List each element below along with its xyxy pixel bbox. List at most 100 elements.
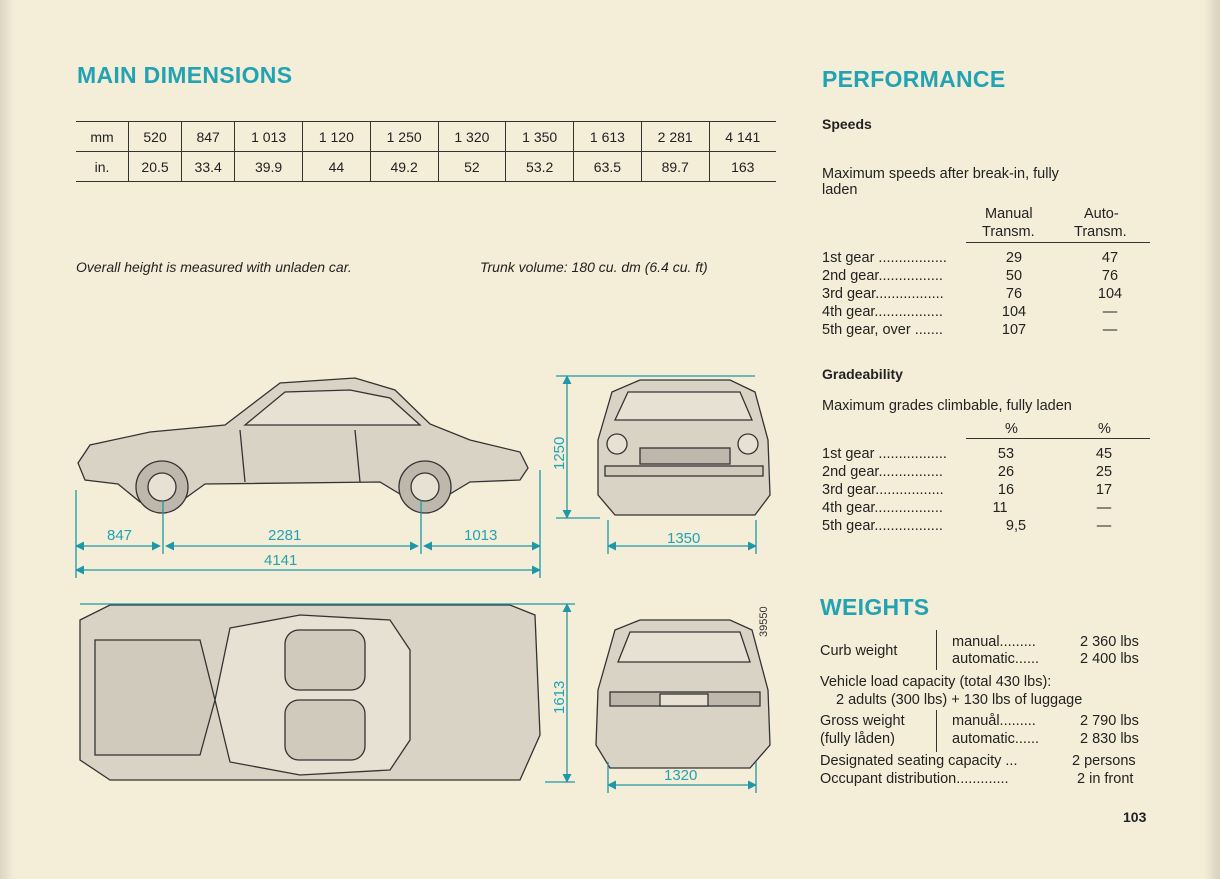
- table-cell: 520: [127, 121, 182, 152]
- height-label: 1250: [551, 436, 568, 470]
- grade-header-rule: [966, 438, 1150, 439]
- curb-manual-value: 2 360 lbs: [1080, 634, 1139, 650]
- curb-manual-label: manual.........: [952, 634, 1036, 650]
- gross-manual-label: manuål.........: [952, 713, 1036, 729]
- grade-auto: 45: [1095, 446, 1113, 462]
- curb-bracket: [936, 630, 943, 670]
- table-cell: 52: [437, 151, 506, 182]
- speed-manual: 104: [1001, 304, 1027, 320]
- speeds-header-rule: [966, 242, 1150, 243]
- grade-col-manual: %: [1005, 421, 1018, 437]
- gradeability-intro: Maximum grades climbable, fully laden: [822, 398, 1072, 414]
- table-cell: 44: [301, 151, 371, 182]
- gross-auto-value: 2 830 lbs: [1080, 731, 1139, 747]
- table-cell: 33.4: [181, 151, 235, 182]
- speed-auto: —: [1102, 322, 1118, 338]
- table-cell: 1 320: [437, 121, 506, 152]
- rear-track-label: 1320: [664, 767, 698, 784]
- figure-code: 39550: [758, 606, 770, 637]
- front-view-drawing: [597, 379, 771, 516]
- width-label: 1613: [551, 680, 568, 714]
- table-cell: 1 250: [369, 121, 439, 152]
- table-row-in: in. 20.5 33.4 39.9 44 49.2 52 53.2 63.5 …: [76, 151, 776, 182]
- auto-col-header-2: Transm.: [1074, 224, 1127, 240]
- overall-length-label: 4141: [264, 552, 298, 569]
- table-cell-unit: mm: [76, 121, 129, 152]
- grade-row-label: 3rd gear.................: [822, 482, 944, 498]
- grade-manual: 16: [997, 482, 1015, 498]
- grade-manual: 53: [997, 446, 1015, 462]
- gross-weight-label: Gross weight: [820, 713, 905, 729]
- grade-auto: —: [1096, 518, 1112, 534]
- load-capacity-line1: Vehicle load capacity (total 430 lbs):: [820, 674, 1052, 690]
- table-cell: 163: [708, 151, 776, 182]
- main-dimensions-title: MAIN DIMENSIONS: [77, 62, 293, 88]
- speed-auto: 76: [1101, 268, 1119, 284]
- speed-row-label: 2nd gear................: [822, 268, 943, 284]
- grade-col-auto: %: [1098, 421, 1111, 437]
- grade-auto: —: [1096, 500, 1112, 516]
- speed-manual: 107: [1001, 322, 1027, 338]
- side-view-drawing: [77, 377, 529, 514]
- gross-weight-sublabel: (fully låden): [820, 731, 895, 747]
- auto-col-header-1: Auto-: [1084, 206, 1119, 222]
- gross-bracket: [936, 710, 943, 752]
- table-cell: 53.2: [505, 151, 574, 182]
- curb-auto-label: automatic......: [952, 651, 1040, 667]
- top-view-drawing: [79, 604, 541, 781]
- wheelbase-label: 2281: [268, 527, 302, 544]
- speed-row-label: 4th gear.................: [822, 304, 943, 320]
- table-cell: 1 613: [573, 121, 642, 152]
- table-cell: 847: [181, 121, 235, 152]
- performance-title: PERFORMANCE: [822, 66, 1006, 92]
- grade-manual: 11: [992, 500, 1008, 516]
- rear-overhang-label: 1013: [464, 527, 498, 544]
- dimensions-table: mm 520 847 1 013 1 120 1 250 1 320 1 350…: [76, 121, 776, 182]
- dimension-lines: [75, 375, 757, 793]
- speed-manual: 29: [1005, 250, 1023, 266]
- grade-auto: 25: [1095, 464, 1113, 480]
- rear-view-drawing: [595, 619, 771, 769]
- table-cell: 39.9: [234, 151, 303, 182]
- table-cell: 20.5: [127, 151, 182, 182]
- occupant-distribution-value: 2 in front: [1077, 771, 1134, 787]
- grade-row-label: 5th gear.................: [822, 518, 943, 534]
- curb-auto-value: 2 400 lbs: [1080, 651, 1139, 667]
- speed-row-label: 5th gear, over .......: [822, 322, 943, 338]
- table-cell: 1 120: [301, 121, 371, 152]
- seating-capacity-label: Designated seating capacity ...: [820, 753, 1018, 769]
- speed-manual: 76: [1005, 286, 1023, 302]
- speed-auto: 104: [1097, 286, 1123, 302]
- speeds-intro-line1: Maximum speeds after break-in, fully: [822, 166, 1059, 182]
- table-cell: 63.5: [573, 151, 642, 182]
- table-cell: 49.2: [369, 151, 439, 182]
- grade-auto: 17: [1095, 482, 1113, 498]
- speed-auto: 47: [1101, 250, 1119, 266]
- table-cell: 1 350: [505, 121, 574, 152]
- table-row-mm: mm 520 847 1 013 1 120 1 250 1 320 1 350…: [76, 121, 776, 152]
- seating-capacity-value: 2 persons: [1072, 753, 1136, 769]
- gross-auto-label: automatic......: [952, 731, 1040, 747]
- grade-manual: 26: [997, 464, 1015, 480]
- speed-auto: —: [1102, 304, 1118, 320]
- table-cell: 4 141: [708, 121, 776, 152]
- front-track-label: 1350: [667, 530, 701, 547]
- table-cell: 1 013: [234, 121, 303, 152]
- grade-row-label: 2nd gear................: [822, 464, 943, 480]
- grade-row-label: 4th gear.................: [822, 500, 943, 516]
- table-cell: 2 281: [640, 121, 710, 152]
- speed-row-label: 1st gear .................: [822, 250, 947, 266]
- speeds-intro-line2: laden: [822, 182, 858, 198]
- manual-col-header-1: Manual: [985, 206, 1033, 222]
- curb-weight-label: Curb weight: [820, 643, 898, 659]
- occupant-distribution-label: Occupant distribution.............: [820, 771, 1009, 787]
- front-overhang-label: 847: [107, 527, 133, 544]
- speed-manual: 50: [1005, 268, 1023, 284]
- speeds-heading: Speeds: [822, 116, 872, 132]
- page-number: 103: [1123, 809, 1147, 825]
- trunk-note: Trunk volume: 180 cu. dm (6.4 cu. ft): [480, 259, 708, 275]
- load-capacity-line2: 2 adults (300 lbs) + 130 lbs of luggage: [836, 692, 1083, 708]
- gross-manual-value: 2 790 lbs: [1080, 713, 1139, 729]
- speed-row-label: 3rd gear.................: [822, 286, 944, 302]
